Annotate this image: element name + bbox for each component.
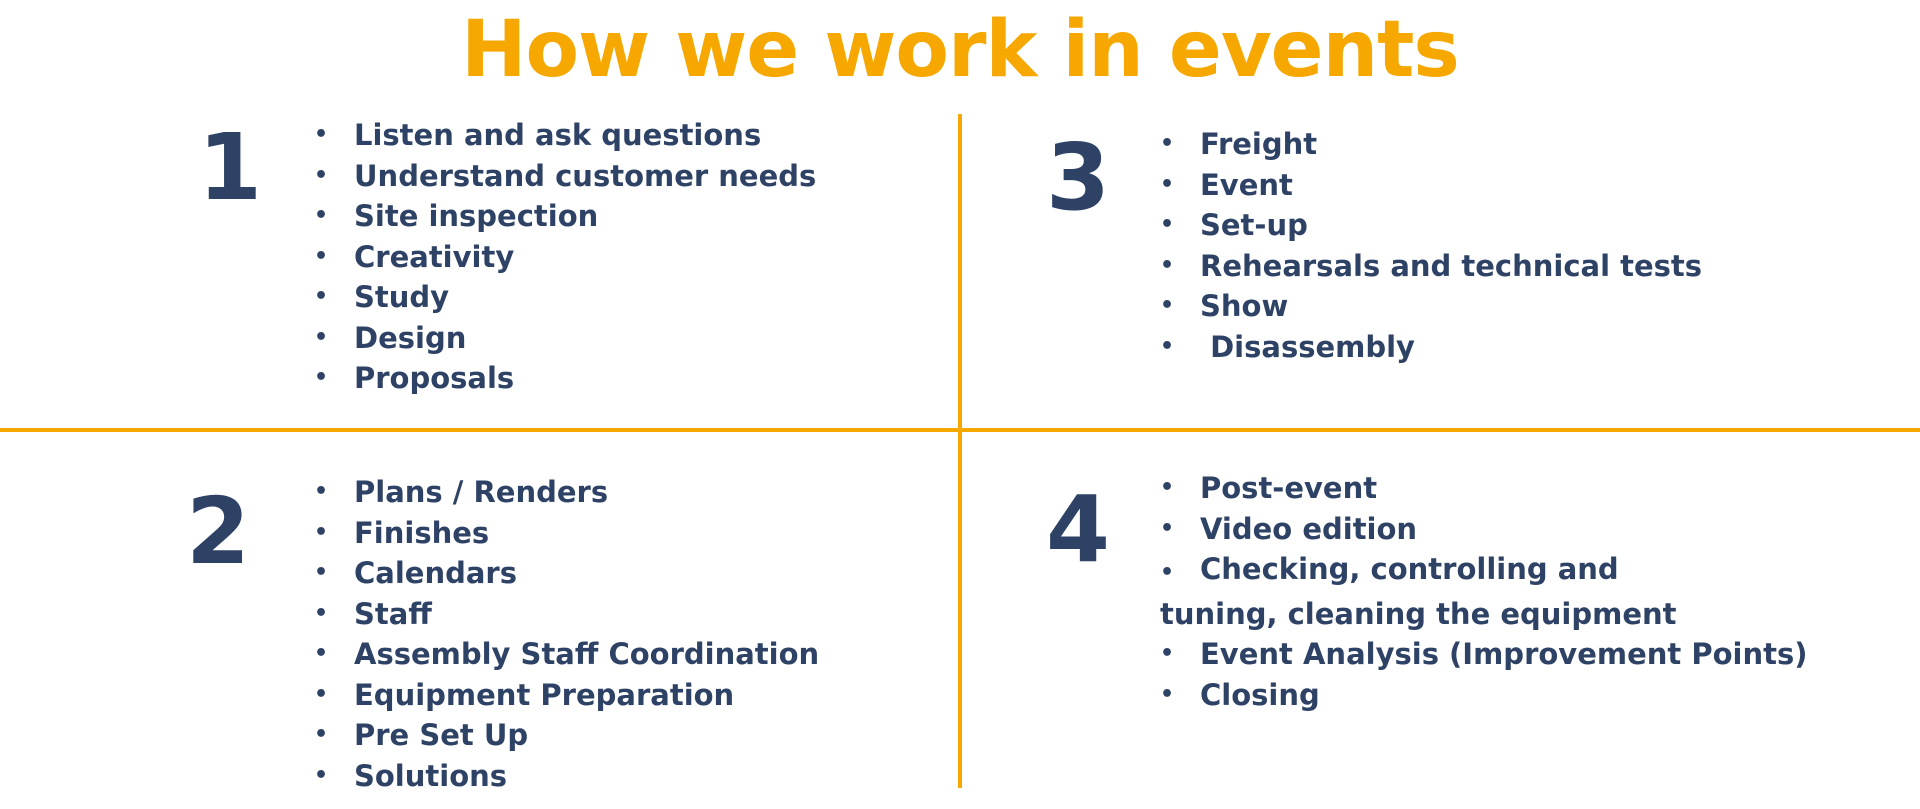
- quadrant-4-number: 4: [1045, 476, 1110, 583]
- list-item-text: Plans / Renders: [354, 475, 609, 509]
- list-item-text: Proposals: [354, 361, 515, 395]
- bullet-icon: •: [314, 560, 329, 585]
- list-item-text: Video edition: [1200, 511, 1418, 546]
- bullet-icon: •: [314, 284, 329, 309]
- list-item: • Post-event: [1160, 468, 1808, 509]
- list-item-text: Solutions: [354, 758, 508, 793]
- bullet-icon: •: [1160, 515, 1175, 541]
- bullet-icon: •: [1160, 171, 1175, 197]
- bullet-icon: •: [1160, 333, 1175, 359]
- bullet-icon: •: [1160, 641, 1175, 666]
- bullet-icon: •: [1160, 293, 1175, 318]
- bullet-icon: •: [314, 122, 329, 147]
- bullet-icon: •: [314, 600, 329, 626]
- list-item: • Site inspection: [314, 196, 816, 237]
- bullet-icon: •: [314, 365, 329, 390]
- list-item: • Finishes: [314, 513, 819, 554]
- bullet-icon: •: [1160, 560, 1175, 585]
- list-item: • Freight: [1160, 124, 1702, 165]
- list-item-text: Creativity: [354, 239, 515, 274]
- bullet-icon: •: [314, 519, 329, 545]
- list-item: • Assembly Staff Coordination: [314, 634, 819, 675]
- bullet-icon: •: [314, 203, 329, 228]
- list-item: • Listen and ask questions: [314, 115, 816, 156]
- list-item-text: Checking, controlling and tuning, cleani…: [1160, 552, 1677, 631]
- list-item-text: Disassembly: [1200, 329, 1415, 364]
- list-item-text: Finishes: [354, 515, 490, 550]
- list-item-text: Equipment Preparation: [354, 677, 735, 712]
- list-item-text: Set-up: [1200, 208, 1308, 242]
- quadrant-4-list: •Post-event •Video edition •Checking, co…: [1160, 468, 1808, 715]
- list-item: • Plans / Renders: [314, 472, 819, 513]
- list-item-text: Study: [354, 280, 450, 314]
- list-item: • Creativity: [314, 237, 816, 278]
- list-item: • Design: [314, 318, 816, 359]
- list-item-text: Rehearsals and technical tests: [1200, 248, 1703, 283]
- list-item: • Rehearsals and technical tests: [1160, 246, 1702, 287]
- bullet-icon: •: [314, 324, 329, 350]
- list-item: • Video edition: [1160, 509, 1808, 550]
- list-item-text: Event Analysis (Improvement Points): [1200, 637, 1808, 671]
- quadrant-1-list: • Listen and ask questions • Understand cu…: [314, 115, 816, 399]
- list-item-text: Show: [1200, 289, 1289, 323]
- list-item: • Staff: [314, 594, 819, 635]
- list-item: • Set-up: [1160, 205, 1702, 246]
- quadrant-2-number: 2: [185, 478, 250, 585]
- bullet-icon: •: [314, 162, 329, 188]
- bullet-icon: •: [1160, 252, 1175, 278]
- list-item: • Closing: [1160, 675, 1808, 716]
- bullet-icon: •: [314, 641, 329, 666]
- list-item-text: Event: [1200, 167, 1293, 202]
- list-item: • Equipment Preparation: [314, 675, 819, 716]
- list-item-text: Site inspection: [354, 199, 599, 233]
- quadrant-1-number: 1: [197, 114, 262, 221]
- list-item-text: Closing: [1200, 677, 1320, 712]
- page-title: How we work in events: [461, 5, 1460, 95]
- list-item-text: Freight: [1200, 127, 1318, 161]
- quadrant-3-list: • Freight • Event • Set-up • Rehearsals and …: [1160, 124, 1702, 367]
- list-item: • Solutions: [314, 756, 819, 797]
- bullet-icon: •: [1160, 475, 1175, 500]
- list-item: • Pre Set Up: [314, 715, 819, 756]
- quadrant-3-number: 3: [1045, 124, 1110, 231]
- bullet-icon: •: [1160, 681, 1175, 707]
- list-item-text: Design: [354, 320, 467, 355]
- list-item: • Event: [1160, 165, 1702, 206]
- vertical-divider: [958, 114, 962, 788]
- list-item-text: Assembly Staff Coordination: [354, 637, 820, 671]
- list-item-text: Staff: [354, 596, 432, 631]
- list-item-text: Understand customer needs: [354, 158, 817, 193]
- list-item: • Show: [1160, 286, 1702, 327]
- list-item: • Study: [314, 277, 816, 318]
- list-item: •Checking, controlling and tuning, clean…: [1160, 549, 1720, 634]
- quadrant-2-list: • Plans / Renders • Finishes • Calendars • S…: [314, 472, 819, 796]
- list-item: • Event Analysis (Improvement Points): [1160, 634, 1808, 675]
- bullet-icon: •: [1160, 212, 1175, 237]
- bullet-icon: •: [314, 681, 329, 707]
- list-item: • Disassembly: [1160, 327, 1702, 368]
- list-item: • Understand customer needs: [314, 156, 816, 197]
- bullet-icon: •: [314, 762, 329, 788]
- bullet-icon: •: [314, 479, 329, 504]
- list-item-text: Post-event: [1200, 471, 1378, 505]
- bullet-icon: •: [1160, 131, 1175, 156]
- list-item-text: Listen and ask questions: [354, 118, 762, 152]
- bullet-icon: •: [314, 243, 329, 269]
- list-item: • Calendars: [314, 553, 819, 594]
- list-item: • Proposals: [314, 358, 816, 399]
- list-item-text: Calendars: [354, 556, 517, 590]
- list-item-text: Pre Set Up: [354, 718, 529, 752]
- bullet-icon: •: [314, 722, 329, 747]
